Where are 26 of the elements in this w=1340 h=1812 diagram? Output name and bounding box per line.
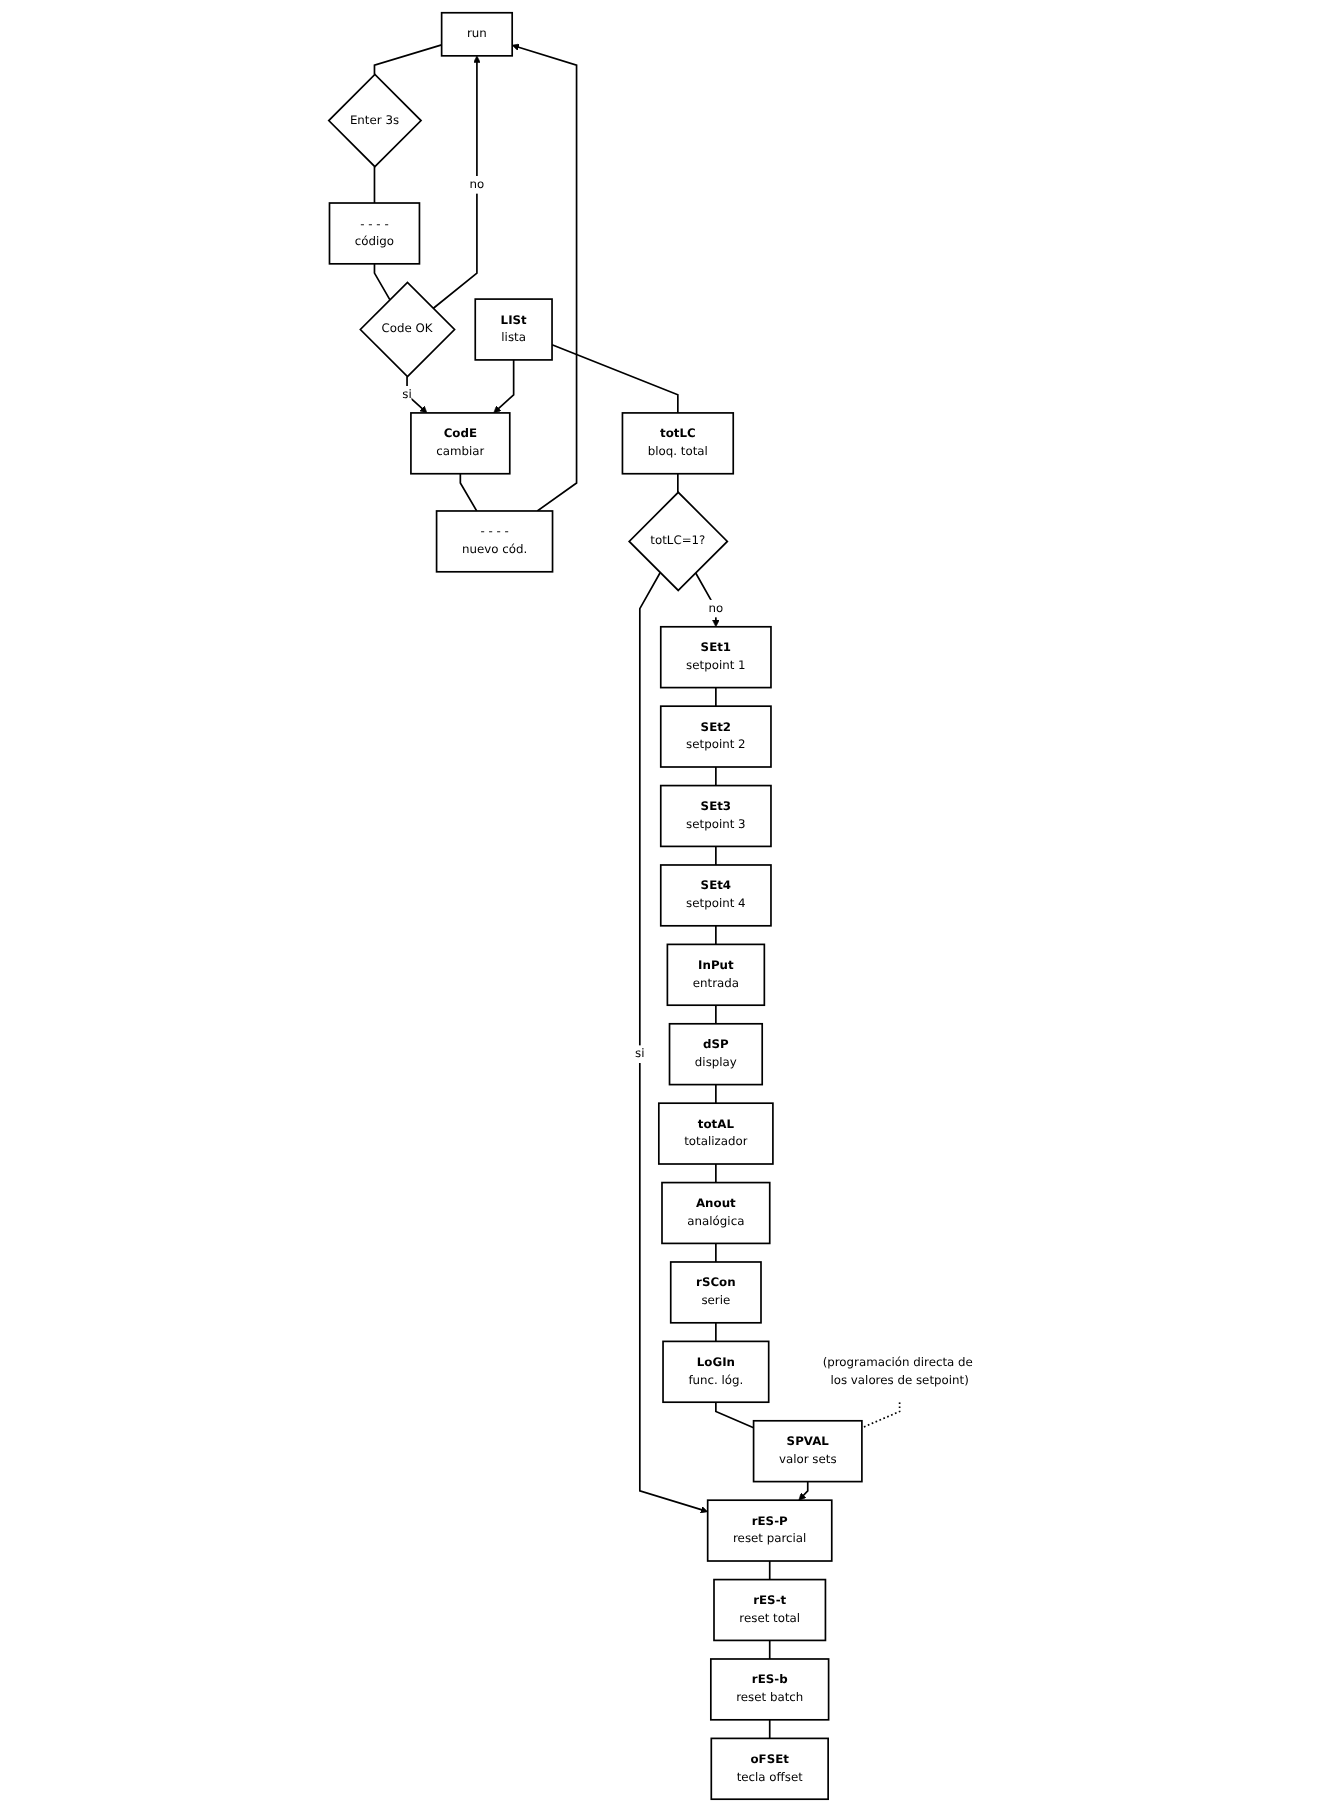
connector: [715, 1242, 718, 1263]
connector: [861, 1401, 902, 1429]
connector: [715, 1083, 718, 1105]
connector: [715, 1163, 718, 1184]
connector: [715, 1401, 756, 1429]
connector: [374, 165, 377, 204]
arrow: [494, 359, 516, 414]
arrow: [695, 571, 721, 628]
connector: [715, 845, 718, 866]
arrow: [433, 55, 482, 310]
arrow: [639, 571, 709, 1514]
connector: [552, 343, 680, 414]
arrow: [799, 1480, 810, 1501]
connector: [769, 1560, 772, 1581]
connector: [769, 1639, 772, 1660]
connector: [715, 766, 718, 787]
connector: [374, 44, 444, 76]
connector: [715, 686, 718, 708]
connector: [715, 1004, 718, 1025]
connector: [677, 472, 680, 494]
connector: [460, 472, 479, 512]
connector: [374, 263, 392, 301]
connector: [715, 1321, 718, 1343]
connector: [769, 1718, 772, 1740]
arrow: [512, 43, 579, 512]
connector: [715, 924, 718, 946]
